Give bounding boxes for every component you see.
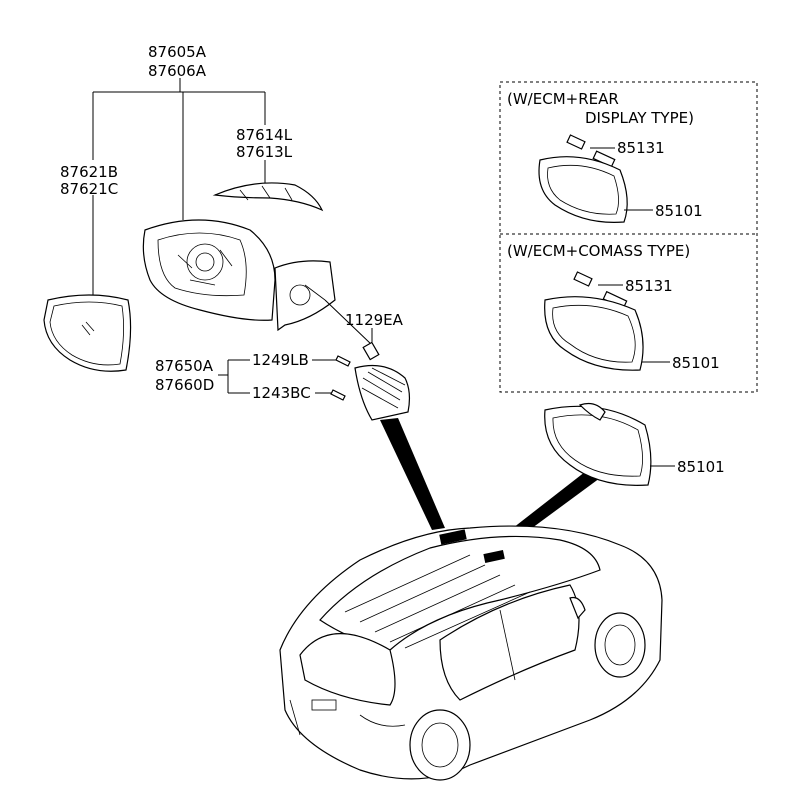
standard-inside-mirror [544,402,675,486]
screw-1243 [330,389,346,401]
option-1-wire-part: 85131 [617,139,665,157]
callout-outside-mirror-2: 87606A [148,62,207,80]
outside-mirror-housing [142,219,336,332]
inside-cover-leader-lines [218,359,340,394]
callout-screw-1129: 1129EA [345,311,404,329]
option-1-mirror-part: 85101 [655,202,703,220]
vehicle-illustration [279,525,663,781]
arrow-to-car-outside [380,418,445,530]
callout-outside-mirror-1: 87605A [148,43,207,61]
outside-mirror-leader-lines [92,78,266,300]
callout-repeater-cover-2: 87613L [236,143,293,161]
option-2-mirror-part: 85101 [672,354,720,372]
callout-standard-mirror: 85101 [677,458,725,476]
option-1-title-line-1: (W/ECM+REAR [507,90,619,108]
side-repeater-cover [212,182,324,212]
option-1-inside-mirror [538,156,653,223]
callout-screw-1249: 1249LB [252,351,309,369]
mirror-glass [43,294,132,372]
screw-1129 [324,299,380,361]
callout-mirror-glass-2: 87621C [60,180,118,198]
option-2-wire-part: 85131 [625,277,673,295]
option-1-wire-connector [566,134,616,168]
callout-mirror-glass-1: 87621B [60,163,118,181]
callout-inside-cover-1: 87650A [155,357,214,375]
callout-screw-1243: 1243BC [252,384,311,402]
screw-1249 [335,355,351,367]
option-1-title-line-2: DISPLAY TYPE) [585,109,694,127]
callout-inside-cover-2: 87660D [155,376,214,394]
option-2-title: (W/ECM+COMASS TYPE) [507,242,690,260]
option-box [499,81,758,393]
callout-repeater-cover-1: 87614L [236,126,293,144]
option-2-inside-mirror [544,296,670,371]
inside-cover-trim [354,365,411,421]
